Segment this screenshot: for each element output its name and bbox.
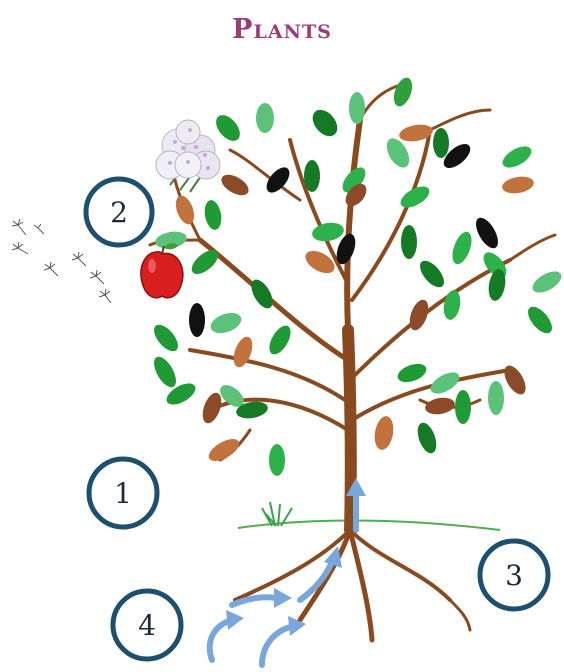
leaf: [150, 353, 181, 390]
label-circle-1: 1: [89, 459, 157, 527]
leaf: [150, 321, 183, 356]
leaf: [349, 92, 365, 124]
label-circle-3: 3: [480, 541, 548, 609]
leaf: [256, 103, 274, 133]
leaf: [230, 334, 256, 370]
leaf: [308, 105, 343, 141]
leaf: [205, 435, 242, 466]
leaf: [524, 303, 557, 338]
leaf: [414, 420, 440, 456]
label-2: 2: [110, 196, 128, 229]
leaf: [390, 75, 415, 109]
leaf: [211, 111, 244, 146]
leaf: [488, 381, 504, 415]
leaf: [427, 368, 463, 398]
label-4: 4: [138, 609, 156, 642]
leaf: [269, 444, 285, 476]
arrow-root-4: [262, 626, 294, 665]
leaf: [218, 171, 252, 200]
leaf: [472, 214, 503, 251]
leaf: [203, 199, 224, 231]
leaf: [265, 322, 295, 358]
leaf: [424, 396, 456, 417]
leaf: [529, 267, 564, 297]
leaf: [199, 390, 225, 426]
leaf: [449, 229, 476, 266]
leaf: [500, 362, 530, 398]
leaf: [455, 390, 471, 424]
leaf: [172, 193, 197, 227]
leaf: [442, 289, 463, 321]
leaf: [188, 246, 223, 279]
apple-icon: [141, 243, 183, 298]
leaf: [372, 415, 396, 452]
leaf: [401, 225, 417, 259]
label-circle-4: 4: [113, 591, 181, 659]
leaf: [395, 360, 429, 385]
flower-cluster-icon: [156, 120, 220, 192]
leaf: [208, 309, 244, 337]
label-3: 3: [505, 559, 523, 592]
leaf: [433, 128, 449, 158]
leaf: [304, 160, 320, 192]
label-1: 1: [114, 477, 132, 510]
leaf: [499, 142, 535, 172]
leaf: [189, 303, 205, 337]
leaf: [416, 257, 449, 292]
leaf: [311, 220, 346, 243]
leaf: [501, 174, 535, 195]
label-circle-2: 2: [86, 179, 152, 245]
